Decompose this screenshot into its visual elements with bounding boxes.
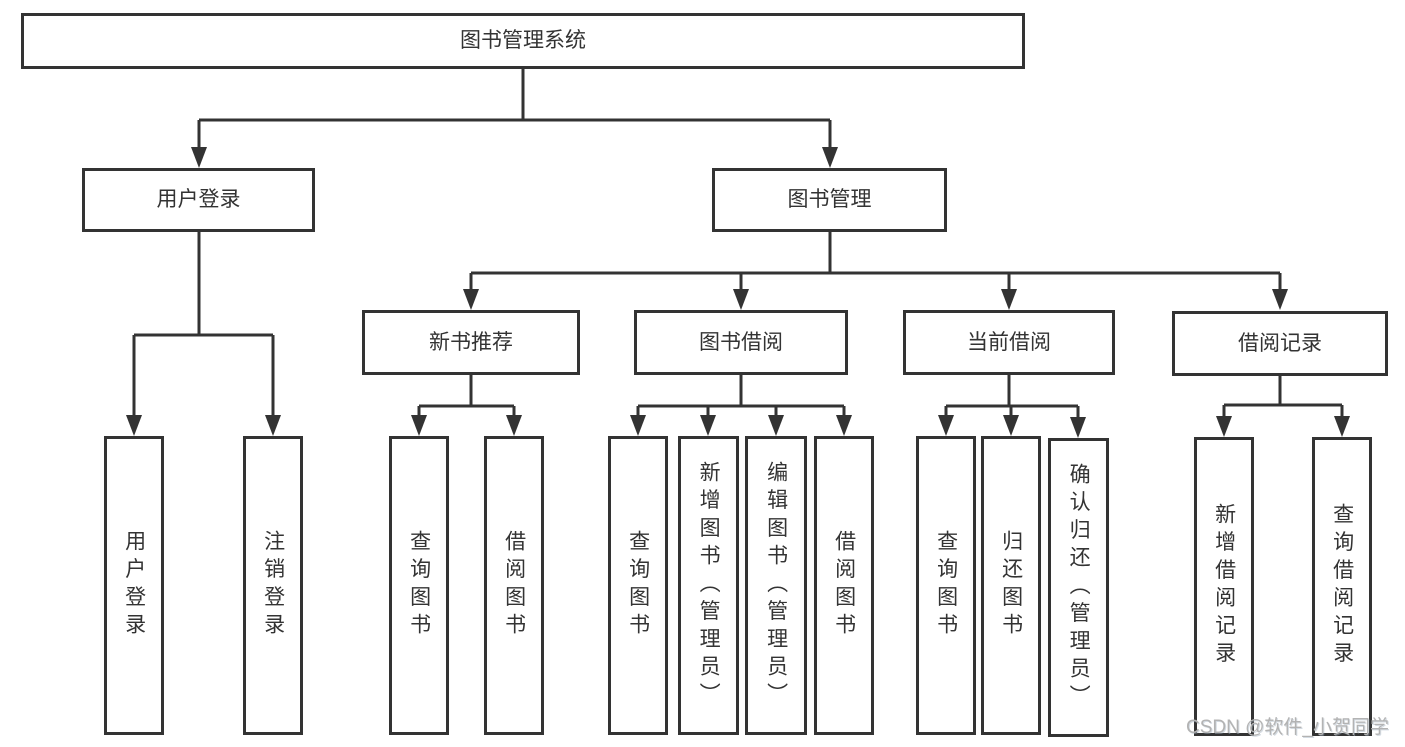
- leaf-add-borrow-record: 新增借阅记录: [1194, 437, 1254, 736]
- arrowhead: [1001, 289, 1017, 310]
- edge-records-to-leaves: [1222, 376, 1344, 419]
- leaf-borrow-books-recommend: 借阅图书: [484, 436, 544, 735]
- edge-borrow-to-leaves: [636, 375, 846, 418]
- arrowhead: [700, 415, 716, 436]
- arrowhead: [1272, 289, 1288, 310]
- leaf-borrow-books: 借阅图书: [814, 436, 874, 735]
- arrowhead: [733, 289, 749, 310]
- arrowhead: [191, 147, 207, 168]
- leaf-query-books-current: 查询图书: [916, 436, 976, 735]
- node-root: 图书管理系统: [21, 13, 1025, 69]
- node-new-book-recommend: 新书推荐: [362, 310, 580, 375]
- arrowhead: [630, 415, 646, 436]
- arrowhead: [265, 415, 281, 436]
- leaf-user-login: 用户登录: [104, 436, 164, 735]
- leaf-confirm-return-admin: 确认归还（管理员）: [1048, 438, 1109, 737]
- node-current-borrow: 当前借阅: [903, 310, 1115, 375]
- node-user-login: 用户登录: [82, 168, 315, 232]
- edge-root-to-level2: [197, 69, 832, 150]
- leaf-query-books-recommend: 查询图书: [389, 436, 449, 735]
- arrowhead: [463, 289, 479, 310]
- arrowhead: [1216, 416, 1232, 437]
- edge-current-to-leaves: [944, 375, 1080, 420]
- arrowhead: [126, 415, 142, 436]
- arrowhead: [1070, 417, 1086, 438]
- arrowhead: [411, 415, 427, 436]
- arrowhead: [768, 415, 784, 436]
- arrowhead: [938, 415, 954, 436]
- leaf-logout: 注销登录: [243, 436, 303, 735]
- arrowhead: [836, 415, 852, 436]
- node-borrow-records: 借阅记录: [1172, 311, 1388, 376]
- edge-userlogin-to-leaves: [132, 232, 275, 418]
- arrowhead: [822, 147, 838, 168]
- arrowhead: [1003, 415, 1019, 436]
- edge-newbook-to-leaves: [417, 375, 516, 418]
- edge-bookmgmt-to-level3: [469, 232, 1282, 292]
- arrowhead: [1334, 416, 1350, 437]
- leaf-add-books-admin: 新增图书（管理员）: [678, 436, 739, 735]
- node-book-borrow: 图书借阅: [634, 310, 848, 375]
- leaf-query-books-borrow: 查询图书: [608, 436, 668, 735]
- node-book-management: 图书管理: [712, 168, 947, 232]
- leaf-query-borrow-record: 查询借阅记录: [1312, 437, 1372, 736]
- leaf-edit-books-admin: 编辑图书（管理员）: [745, 436, 807, 735]
- leaf-return-books: 归还图书: [981, 436, 1041, 735]
- arrowhead: [506, 415, 522, 436]
